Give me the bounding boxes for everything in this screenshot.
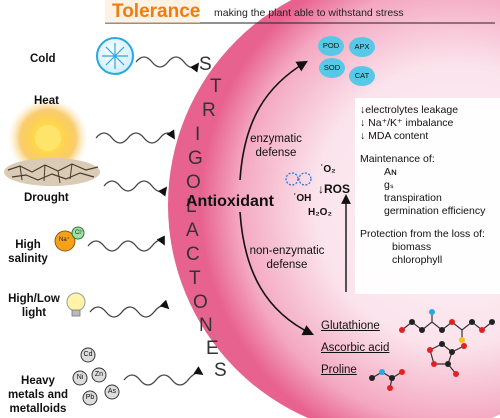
enzyme-blobs (318, 36, 375, 86)
cracked-soil-icon (4, 158, 100, 186)
strigolactones-letter: G (188, 148, 203, 169)
strigolactones-letter: O (193, 292, 208, 313)
strigolactones-letter: T (189, 268, 201, 289)
drought-label: Drought (24, 192, 69, 204)
ascorbic-acid-molecule (427, 341, 467, 377)
protection-item: chlorophyll (392, 254, 443, 266)
enzyme-apx: APX (354, 42, 370, 51)
heavy-metal-icons (72, 347, 120, 406)
strigolactones-letter: O (186, 172, 201, 193)
metals-label-line3: metalloids (9, 403, 67, 415)
strigolactones-letter: S (199, 54, 212, 75)
enzyme-cat: CAT (354, 71, 370, 80)
cl-ion-label: Cl⁻ (75, 230, 84, 236)
maintenance-item: germination efficiency (384, 205, 486, 217)
salinity-label-line2: salinity (8, 253, 48, 265)
salinity-label: High salinity (8, 238, 48, 266)
effect-na-k: ↓ Na⁺/K⁺ imbalance (360, 117, 454, 129)
page-subtitle: making the plant able to withstand stres… (214, 7, 404, 19)
strigolactones-letter: T (210, 76, 222, 97)
light-label-line2: light (21, 307, 47, 319)
strigolactones-letter: A (186, 220, 199, 241)
salt-ion-icon (54, 226, 85, 252)
light-bulb-icon (66, 292, 86, 317)
maintenance-item: gₛ (384, 179, 394, 191)
superoxide-label: ˙O₂ (320, 164, 336, 175)
protection-item: biomass (392, 241, 432, 253)
nonenzymatic-defense-label: non-enzymatic defense (244, 244, 330, 272)
strigolactones-letter: L (186, 196, 197, 217)
enzyme-pod: POD (322, 41, 340, 50)
metals-label: Heavy metals and metalloids (0, 374, 76, 416)
strigolactones-letter: I (195, 124, 201, 145)
glutathione-label: Glutathione (321, 320, 380, 332)
na-ion-label: Na⁺ (59, 237, 70, 243)
metal-zn: Zn (94, 371, 104, 378)
enzymatic-defense-line1: enzymatic (250, 133, 302, 145)
metal-pb: Pb (85, 394, 95, 401)
glutathione-molecule (399, 309, 495, 343)
light-label-line1: High/Low (8, 293, 60, 305)
ascorbic-acid-label: Ascorbic acid (321, 342, 390, 354)
ros-label: ↓ROS (318, 182, 351, 196)
ros-molecule-icon (285, 172, 312, 186)
strigolactones-letter: S (214, 360, 227, 381)
maintenance-title: Maintenance of: (360, 153, 435, 165)
maintenance-item: transpiration (384, 192, 442, 204)
title-highlight (105, 0, 200, 23)
enzyme-sod: SOD (323, 63, 341, 72)
effect-mda: ↓ MDA content (360, 130, 429, 142)
strigolactones-letter: R (202, 100, 216, 121)
enzymatic-defense-line2: defense (255, 147, 297, 159)
heat-label: Heat (34, 95, 59, 107)
cold-icon (96, 37, 134, 75)
metals-label-line2: metals and (7, 389, 69, 401)
strigolactones-letter: C (186, 244, 200, 265)
antioxidant-label: Antioxidant (186, 193, 274, 210)
salinity-label-line1: High (15, 239, 41, 251)
metal-ni: Ni (76, 374, 84, 381)
nonenzymatic-defense-line2: defense (266, 259, 308, 271)
enzymatic-defense-label: enzymatic defense (240, 132, 312, 160)
nonenzymatic-arrow (239, 211, 315, 336)
proline-molecule (369, 369, 405, 391)
effect-electrolytes: ↓electrolytes leakage (360, 104, 459, 116)
protection-title: Protection from the loss of: (360, 228, 485, 240)
proline-label: Proline (321, 364, 357, 376)
nonenzymatic-defense-line1: non-enzymatic (249, 245, 325, 257)
metals-label-line1: Heavy (21, 375, 55, 387)
cold-label: Cold (30, 53, 56, 65)
effects-panel: ↓electrolytes leakage ↓ Na⁺/K⁺ imbalance… (360, 104, 500, 267)
strigolactones-letter: N (199, 315, 213, 336)
metal-cd: Cd (83, 351, 93, 358)
light-label: High/Low light (4, 292, 64, 320)
page-title: Tolerance (112, 1, 201, 22)
hydroxyl-label: ˙OH (293, 193, 312, 204)
effects-box (355, 98, 500, 294)
strigolactones-letter: E (206, 338, 219, 359)
sun-icon (8, 98, 88, 178)
hydrogen-peroxide-label: H₂O₂ (308, 207, 332, 218)
stress-arrows (87, 56, 204, 386)
metal-as: As (107, 388, 117, 395)
maintenance-item: Aɴ (384, 166, 397, 178)
enzymatic-arrow (239, 60, 308, 181)
